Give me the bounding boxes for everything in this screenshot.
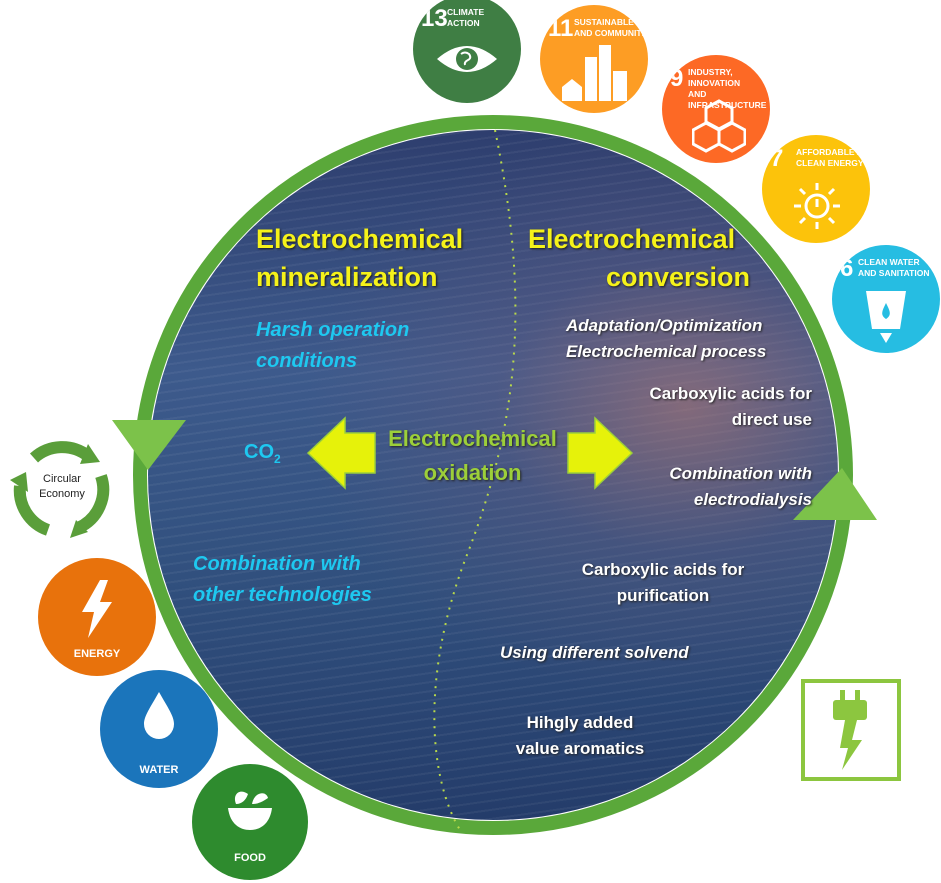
- arrow-right: [567, 416, 634, 490]
- right-item-aromatics: Hihgly added value aromatics: [500, 710, 660, 762]
- sun-power-icon: [794, 183, 840, 229]
- sdg-6-label-line-1: CLEAN WATER: [858, 257, 920, 267]
- right-item-adaptation: Adaptation/Optimization Electrochemical …: [566, 313, 766, 365]
- right-title: Electrochemical conversion: [528, 220, 768, 296]
- left-item-harsh-line-2: conditions: [256, 350, 358, 372]
- water-badge: WATER: [100, 670, 218, 788]
- right-item-electrodialysis-line-2: electrodialysis: [693, 490, 812, 509]
- right-item-solvend: Using different solvend: [500, 640, 689, 666]
- center-label-line-2: oxidation: [423, 460, 522, 485]
- circular-economy-label-line-1: Circular: [43, 473, 81, 485]
- right-item-electrodialysis-line-1: Combination with: [669, 464, 812, 483]
- left-item-harsh-line-1: Harsh operation: [256, 319, 410, 341]
- sdg-7-label-line-2: CLEAN ENERGY: [796, 158, 864, 168]
- cubes-icon: [692, 99, 746, 153]
- center-label-line-1: Electrochemical: [388, 426, 557, 451]
- sdg-6-number: 6: [840, 255, 854, 282]
- left-title: Electrochemical mineralization: [256, 220, 463, 296]
- sdg-9-label-line-1: INDUSTRY, INNOVATION: [688, 67, 741, 88]
- sdg-6-label-line-2: AND SANITATION: [858, 268, 930, 278]
- right-item-adaptation-line-2: Electrochemical process: [566, 342, 767, 361]
- center-label: Electrochemical oxidation: [370, 422, 575, 490]
- food-badge: FOOD: [192, 764, 308, 880]
- sdg-7-label-line-1: AFFORDABLE AND: [796, 147, 870, 157]
- circular-economy-label-line-2: Economy: [39, 488, 85, 500]
- left-item-combination-line-1: Combination with: [193, 553, 361, 575]
- left-item-harsh: Harsh operation conditions: [256, 315, 409, 377]
- sdg-13-label-line-2: ACTION: [447, 18, 480, 28]
- sdg-13-label-line-1: CLIMATE: [447, 7, 485, 17]
- sdg-11-badge: 11 SUSTAINABLE CITIESAND COMMUNITIES: [540, 5, 648, 113]
- right-item-aromatics-line-1: Hihgly added: [526, 713, 634, 732]
- circular-economy-badge: Circular Economy: [4, 432, 120, 548]
- co2-base: CO: [244, 441, 274, 463]
- sdg-13-number: 13: [421, 5, 448, 32]
- right-item-electrodialysis: Combination with electrodialysis: [612, 461, 812, 513]
- energy-label: ENERGY: [73, 648, 121, 660]
- water-glass-icon: [866, 291, 906, 343]
- water-label: WATER: [139, 764, 179, 776]
- circular-economy-label: Circular Economy: [4, 472, 120, 502]
- arrow-left: [306, 416, 376, 490]
- left-item-combination-line-2: other technologies: [193, 584, 372, 606]
- sdg-11-label-line-1: SUSTAINABLE CITIES: [574, 17, 648, 27]
- sdg-7-number: 7: [770, 145, 784, 172]
- left-title-line-1: Electrochemical: [256, 224, 464, 254]
- water-drop-icon: [144, 692, 174, 739]
- right-item-purification-line-2: purification: [616, 586, 710, 605]
- right-item-purification: Carboxylic acids for purification: [560, 557, 766, 609]
- left-item-combination: Combination with other technologies: [193, 549, 372, 611]
- right-item-direct-use-line-2: direct use: [731, 410, 812, 429]
- ring-arrowhead-left: [112, 420, 186, 470]
- right-item-direct-use-line-1: Carboxylic acids for: [649, 384, 812, 403]
- sdg-11-label: SUSTAINABLE CITIESAND COMMUNITIES: [574, 17, 648, 39]
- sdg-11-number: 11: [548, 15, 574, 42]
- energy-badge: ENERGY: [38, 558, 156, 676]
- ring-arrowhead-right: [793, 468, 877, 520]
- right-title-line-1: Electrochemical: [528, 224, 736, 254]
- city-buildings-icon: [562, 45, 627, 101]
- sdg-11-label-line-2: AND COMMUNITIES: [574, 28, 648, 38]
- right-item-aromatics-line-2: value aromatics: [515, 739, 645, 758]
- right-item-purification-line-1: Carboxylic acids for: [581, 560, 745, 579]
- electric-plug-icon: [833, 690, 867, 770]
- circular-arrows-icon: [10, 441, 110, 538]
- food-label: FOOD: [234, 852, 266, 864]
- sdg-9-number: 9: [670, 65, 684, 92]
- food-bowl-icon: [228, 791, 272, 830]
- co2-label: CO2: [244, 441, 281, 466]
- co2-subscript: 2: [274, 452, 281, 466]
- lightning-icon: [82, 580, 112, 638]
- right-item-direct-use: Carboxylic acids for direct use: [612, 381, 812, 433]
- right-item-solvend-line-1: Using different solvend: [500, 643, 689, 662]
- right-item-adaptation-line-1: Adaptation/Optimization: [566, 316, 763, 335]
- right-title-line-2: conversion: [606, 262, 751, 292]
- left-title-line-2: mineralization: [256, 262, 438, 292]
- eye-globe-icon: [437, 46, 497, 72]
